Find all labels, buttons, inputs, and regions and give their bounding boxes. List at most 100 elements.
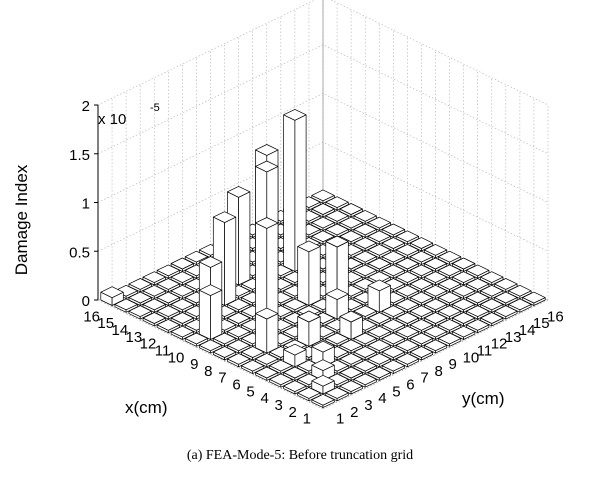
- bar-x3-y15: [480, 284, 504, 299]
- bar-x5-y12: [409, 291, 434, 306]
- y-tick-label: 14: [519, 322, 536, 339]
- wall-grid-line: [97, 0, 549, 106]
- bar-x4-y1: [269, 373, 293, 388]
- bar-x6-y5: [297, 310, 321, 347]
- bar-x2-y14: [480, 298, 504, 313]
- bar-x16-y3: [128, 278, 152, 293]
- bar-x4-y2: [283, 366, 307, 381]
- bar-x3-y13: [452, 298, 476, 313]
- y-tick-label: 2: [350, 404, 358, 421]
- wall-grid-line: [97, 93, 549, 203]
- bar-x13-y3: [170, 298, 194, 313]
- z-tick-label: 0: [82, 293, 90, 310]
- bar-x7-y8: [325, 288, 349, 320]
- y-tick-label: 8: [435, 363, 443, 380]
- bar-x14-y14: [311, 216, 335, 231]
- bar-x15-y1: [114, 298, 138, 313]
- bar-x3-y9: [395, 325, 419, 340]
- y-tick-label: 11: [477, 343, 493, 360]
- bars-group: [100, 109, 546, 408]
- bar-x9-y3: [227, 325, 251, 340]
- bar-x3-y1: [283, 380, 307, 395]
- bar-x7-y13: [395, 271, 419, 286]
- bar-x6-y9: [353, 305, 377, 320]
- bar-x1-y16: [522, 291, 546, 306]
- bar-x3-y8: [381, 332, 405, 347]
- bar-x15-y3: [142, 284, 166, 299]
- y-tick-label: 5: [392, 383, 400, 400]
- bar-x2-y5: [353, 359, 377, 374]
- bar-x14-y15: [325, 210, 349, 225]
- bar-x9-y5: [255, 217, 279, 327]
- bar-x11-y1: [170, 325, 194, 340]
- z-axis-label: Damage Index: [12, 164, 31, 275]
- z-tick-label: 1.5: [69, 147, 90, 164]
- bar-x3-y10: [409, 319, 434, 334]
- bar-x1-y10: [437, 332, 462, 347]
- x-tick-label: 8: [204, 363, 212, 380]
- bar-x1-y15: [508, 298, 532, 313]
- y-tick-label: 7: [420, 370, 428, 387]
- x-tick-label: 6: [232, 377, 240, 394]
- bar-x5-y1: [255, 366, 279, 381]
- x-tick-label: 13: [126, 329, 143, 346]
- bar-x6-y16: [452, 257, 476, 272]
- bar-x4-y13: [437, 291, 462, 306]
- bar-x9-y8: [297, 240, 321, 306]
- bar-x9-y15: [395, 244, 419, 259]
- x-axis-label: x(cm): [125, 398, 167, 417]
- bar-x14-y1: [128, 305, 152, 320]
- y-tick-label: 15: [533, 315, 550, 332]
- x-tick-label: 15: [97, 315, 114, 332]
- y-tick-label: 9: [449, 356, 457, 373]
- bar-x7-y14: [409, 264, 434, 279]
- z-tick-label: 0.5: [69, 244, 90, 261]
- bar-x11-y14: [353, 237, 377, 252]
- x-tick-label: 12: [140, 336, 157, 353]
- bar-x1-y9: [423, 339, 448, 354]
- x-tick-label: 11: [155, 343, 171, 360]
- bar-x8-y14: [395, 257, 419, 272]
- y-tick-label: 10: [463, 349, 480, 366]
- bar-x1-y3: [339, 380, 363, 395]
- bar-x13-y2: [156, 305, 180, 320]
- y-tick-label: 13: [505, 329, 522, 346]
- x-tick-label: 14: [112, 322, 129, 339]
- bar-x16-y6: [170, 257, 194, 272]
- bar-x16-y16: [311, 189, 335, 204]
- x-tick-label: 16: [83, 308, 100, 325]
- bar-x4-y12: [423, 298, 448, 313]
- bar-x3-y16: [494, 278, 518, 293]
- z-exponent-label: -5: [150, 102, 160, 114]
- bar-x6-y2: [255, 353, 279, 368]
- bar-x5-y16: [466, 264, 490, 279]
- bar-x14-y3: [156, 291, 180, 306]
- bar-x10-y1: [184, 332, 209, 347]
- y-tick-label: 12: [491, 336, 508, 353]
- y-tick-label: 4: [378, 390, 386, 407]
- bar-x7-y16: [437, 250, 462, 265]
- bar-x4-y10: [395, 312, 419, 327]
- bar-x1-y4: [353, 373, 377, 388]
- bar-x7-y2: [241, 346, 265, 361]
- bar-x10-y16: [395, 230, 419, 245]
- bar-x10-y14: [367, 244, 391, 259]
- bar-x16-y5: [156, 264, 180, 279]
- x-tick-label: 9: [190, 356, 198, 373]
- bar-x1-y6: [381, 359, 405, 374]
- bar-x2-y4: [339, 366, 363, 381]
- bar-x6-y12: [395, 284, 419, 299]
- bar-x1-y2: [325, 387, 349, 402]
- bar-x1-y14: [494, 305, 518, 320]
- bar-x4-y11: [409, 305, 434, 320]
- y-tick-label: 1: [336, 411, 344, 428]
- z-multiplier-label: x 10: [98, 111, 126, 128]
- bar-x2-y1: [297, 387, 321, 402]
- bar-x12-y2: [170, 312, 194, 327]
- bar-x2-y10: [423, 325, 448, 340]
- x-tick-label: 7: [218, 370, 226, 387]
- bar-x2-y8: [395, 339, 419, 354]
- bar-x1-y13: [480, 312, 504, 327]
- bar-x12-y1: [156, 319, 180, 334]
